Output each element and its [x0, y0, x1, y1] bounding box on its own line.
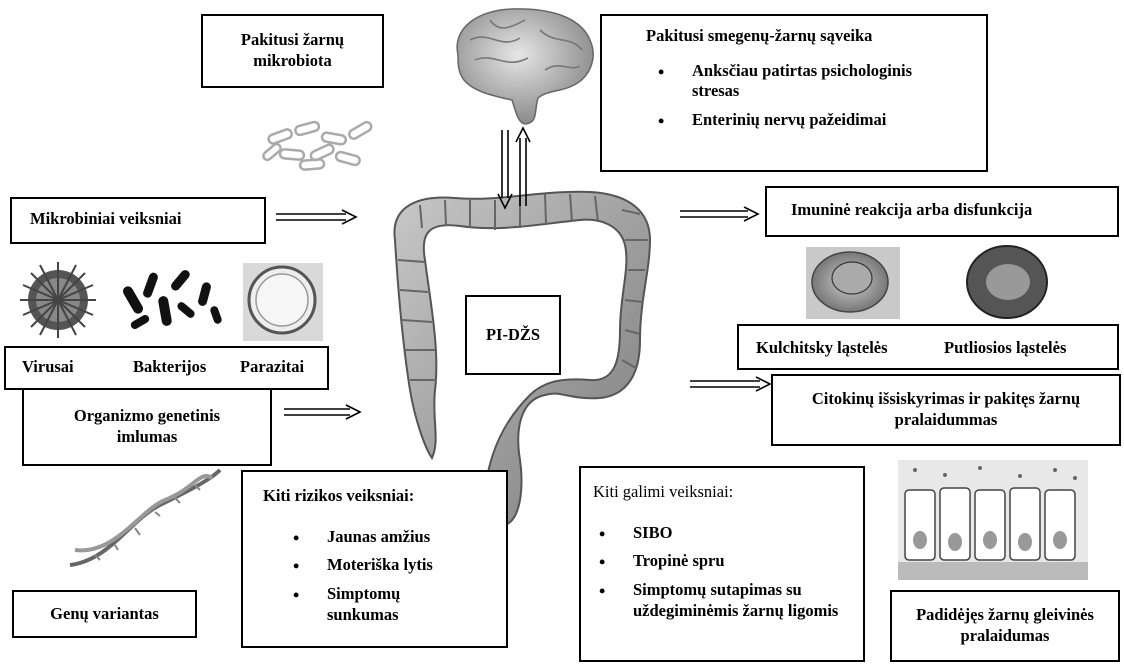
mast-cell-image — [964, 244, 1048, 320]
risk-factor-item: Simptomų sunkumas — [287, 584, 437, 625]
arrow-colon-to-cytokine — [690, 377, 770, 391]
immune-reaction-label: Imuninė reakcija arba disfunkcija — [791, 200, 1032, 219]
mucosa-cells-image — [898, 460, 1088, 580]
dna-helix-image — [70, 470, 220, 565]
other-factors-title: Kiti galimi veiksniai: — [593, 482, 851, 503]
kulchitsky-cell-image — [806, 247, 900, 319]
parasite-image — [243, 263, 323, 341]
box-gene-variant: Genų variantas — [12, 590, 197, 638]
microbial-factors-label: Mikrobiniai veiksniai — [30, 209, 181, 228]
brain-gut-item: Anksčiau patirtas psichologinis stresas — [652, 61, 932, 102]
box-brain-gut-interaction: Pakitusi smegenų-žarnų sąveika Anksčiau … — [600, 14, 988, 172]
box-other-possible-factors: Kiti galimi veiksniai: SIBO Tropinė spru… — [579, 466, 865, 662]
box-altered-microbiota: Pakitusi žarnų mikrobiota — [201, 14, 384, 88]
altered-microbiota-label: Pakitusi žarnų mikrobiota — [213, 30, 372, 71]
gene-variant-label: Genų variantas — [50, 604, 159, 625]
pi-ibs-label: PI-DŽS — [486, 325, 540, 346]
arrow-microbial-to-colon — [276, 210, 356, 224]
microbiota-image — [262, 121, 373, 170]
arrow-colon-to-immune — [680, 207, 758, 221]
box-genetic-susceptibility: Organizmo genetinis imlumas — [22, 388, 272, 466]
box-immune-reaction: Imuninė reakcija arba disfunkcija — [765, 186, 1119, 237]
pathogen-virus-label: Virusai — [22, 357, 74, 378]
box-other-risk-factors: Kiti rizikos veiksniai: Jaunas amžius Mo… — [241, 470, 508, 648]
risk-factor-item: Jaunas amžius — [287, 527, 490, 548]
kulchitsky-cell-label: Kulchitsky ląstelės — [756, 338, 888, 359]
other-factor-item: Tropinė spru — [593, 551, 851, 572]
mast-cell-label: Putliosios ląstelės — [944, 338, 1066, 359]
risk-factor-item: Moteriška lytis — [287, 555, 490, 576]
brain-gut-item: Enterinių nervų pažeidimai — [652, 110, 966, 131]
pathogen-parasite-label: Parazitai — [240, 357, 304, 378]
box-increased-permeability: Padidėjęs žarnų gleivinės pralaidumas — [890, 590, 1120, 662]
virus-image — [20, 262, 96, 338]
other-factor-item: Simptomų sutapimas su uždegiminėmis žarn… — [593, 580, 853, 621]
pathogen-bacteria-label: Bakterijos — [133, 357, 206, 378]
other-factor-item: SIBO — [593, 523, 851, 544]
arrow-genetic-to-colon — [284, 405, 360, 419]
cytokine-release-label: Citokinų išsiskyrimas ir pakitęs žarnų p… — [789, 389, 1103, 430]
box-cell-labels: Kulchitsky ląstelės Putliosios ląstelės — [737, 324, 1119, 370]
risk-factors-title: Kiti rizikos veiksniai: — [263, 486, 490, 507]
box-pathogens: Virusai Bakterijos Parazitai — [4, 346, 329, 390]
bacteria-image — [121, 268, 223, 330]
genetic-susceptibility-label: Organizmo genetinis imlumas — [62, 406, 232, 447]
box-pi-ibs: PI-DŽS — [465, 295, 561, 375]
box-cytokine-release: Citokinų išsiskyrimas ir pakitęs žarnų p… — [771, 374, 1121, 446]
brain-gut-title: Pakitusi smegenų-žarnų sąveika — [646, 26, 966, 47]
box-microbial-factors: Mikrobiniai veiksniai — [10, 197, 266, 244]
brain-image — [457, 9, 593, 124]
increased-permeability-label: Padidėjęs žarnų gleivinės pralaidumas — [905, 605, 1105, 646]
